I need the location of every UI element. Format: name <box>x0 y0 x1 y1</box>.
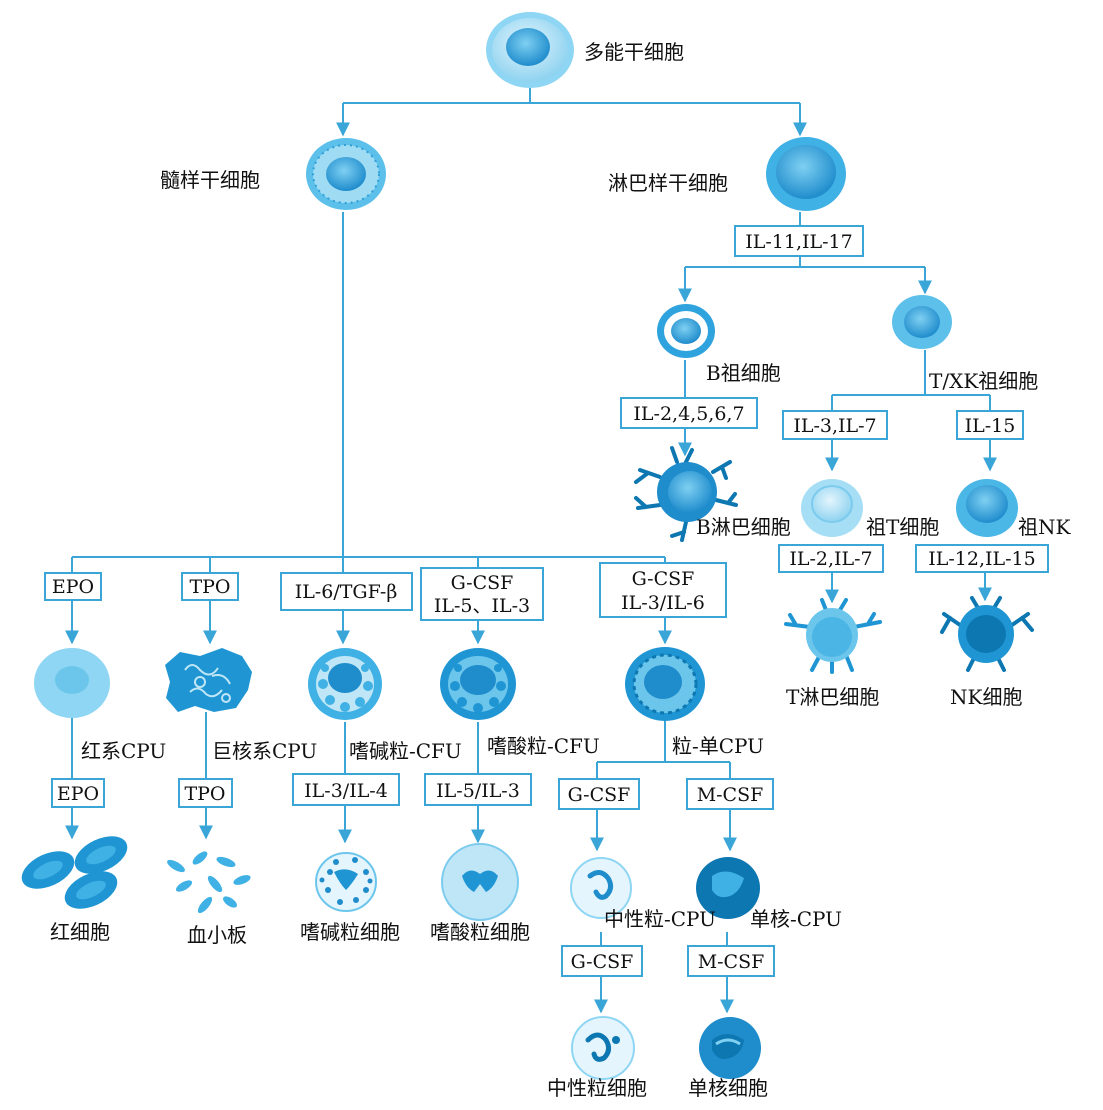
erythroid-progenitor-cell-icon <box>34 648 110 718</box>
svg-text:G-CSF: G-CSF <box>568 784 631 806</box>
platelets-icon <box>167 851 251 914</box>
label-t-nk-progenitor: T/XK祖细胞 <box>929 369 1038 393</box>
cytokine-box-il6-tgf: IL-6/TGF-β <box>280 572 413 611</box>
label-eosinophil-cfu: 嗜酸粒-CFU <box>487 734 600 758</box>
cytokine-box-il2-4-5-6-7: IL-2,4,5,6,7 <box>620 397 758 429</box>
label-t-lymphocyte: T淋巴细胞 <box>786 685 879 709</box>
svg-text:IL-5、IL-3: IL-5、IL-3 <box>434 595 530 617</box>
label-erythroid-cfu: 红系CPU <box>81 739 166 763</box>
eosinophil-cell-icon <box>441 843 519 921</box>
label-pluripotent-stem-cell: 多能干细胞 <box>584 40 684 64</box>
svg-text:IL-12,IL-15: IL-12,IL-15 <box>928 548 1035 570</box>
megakaryocyte-progenitor-cell-icon <box>165 648 252 712</box>
svg-text:IL-5/IL-3: IL-5/IL-3 <box>436 780 520 802</box>
cytokine-box-il5-il3: IL-5/IL-3 <box>424 773 532 806</box>
eosinophil-progenitor-cell-icon <box>440 648 516 720</box>
svg-text:EPO: EPO <box>52 576 94 598</box>
svg-text:M-CSF: M-CSF <box>698 951 765 973</box>
label-monocyte: 单核细胞 <box>688 1076 768 1100</box>
label-neutrophil-cfu: 中性粒-CPU <box>604 907 716 931</box>
svg-text:IL-2,4,5,6,7: IL-2,4,5,6,7 <box>633 403 744 425</box>
cytokine-box-gcsf-il5-il3: G-CSF IL-5、IL-3 <box>420 567 544 621</box>
svg-text:M-CSF: M-CSF <box>697 784 764 806</box>
b-progenitor-cell-icon <box>657 304 715 358</box>
label-platelet: 血小板 <box>187 923 247 947</box>
svg-text:IL-3/IL-6: IL-3/IL-6 <box>621 592 705 614</box>
basophil-cell-icon <box>315 852 377 912</box>
connector-lines <box>65 88 997 1014</box>
pluripotent-stem-cell-icon <box>486 12 574 88</box>
svg-text:TPO: TPO <box>189 576 230 598</box>
t-nk-progenitor-cell-icon <box>892 295 952 349</box>
svg-text:IL-3,IL-7: IL-3,IL-7 <box>793 415 876 437</box>
b-lymphocyte-cell-icon <box>634 446 738 542</box>
svg-text:G-CSF: G-CSF <box>632 568 695 590</box>
label-red-blood-cell: 红细胞 <box>50 920 110 944</box>
neutrophil-cell-icon <box>571 1016 635 1080</box>
svg-text:TPO: TPO <box>184 783 225 805</box>
t-precursor-cell-icon <box>801 479 863 537</box>
label-granulocyte-monocyte-cfu: 粒-单CPU <box>672 734 764 758</box>
label-nk-cell: NK细胞 <box>950 685 1022 709</box>
svg-text:EPO: EPO <box>57 783 99 805</box>
svg-text:G-CSF: G-CSF <box>451 572 514 594</box>
neutrophil-precursor-cell-icon <box>570 857 632 919</box>
cytokine-box-il12-il15: IL-12,IL-15 <box>915 544 1049 573</box>
label-myeloid-stem-cell: 髓样干细胞 <box>160 168 260 192</box>
cytokine-box-il11-il17: IL-11,IL-17 <box>734 225 864 257</box>
label-t-precursor: 祖T细胞 <box>866 515 939 539</box>
label-basophil: 嗜碱粒细胞 <box>300 920 400 944</box>
cytokine-box-il2-il7: IL-2,IL-7 <box>778 544 884 573</box>
cytokine-box-mcsf-1: M-CSF <box>686 778 774 810</box>
label-eosinophil: 嗜酸粒细胞 <box>430 920 530 944</box>
t-lymphocyte-cell-icon <box>784 598 882 674</box>
nk-cell-icon <box>940 596 1034 672</box>
label-megakaryocyte-cfu: 巨核系CPU <box>212 739 317 763</box>
cytokine-box-epo-2: EPO <box>51 778 105 808</box>
label-lymphoid-stem-cell: 淋巴样干细胞 <box>608 171 728 195</box>
svg-text:IL-3/IL-4: IL-3/IL-4 <box>304 780 388 802</box>
cytokine-box-il15: IL-15 <box>956 410 1024 440</box>
lymphoid-stem-cell-icon <box>766 137 846 211</box>
label-basophil-cfu: 嗜碱粒-CFU <box>349 739 462 763</box>
nk-precursor-cell-icon <box>956 479 1018 537</box>
cytokine-box-gcsf-3: G-CSF <box>561 945 643 977</box>
cytokine-box-gcsf-2: G-CSF <box>558 778 640 810</box>
cytokine-box-gcsf-il3-il6: G-CSF IL-3/IL-6 <box>599 562 727 618</box>
label-monocyte-cfu: 单核-CPU <box>750 907 842 931</box>
svg-text:IL-6/TGF-β: IL-6/TGF-β <box>295 581 398 603</box>
cytokine-box-tpo-2: TPO <box>178 778 233 808</box>
cytokine-box-il3-il4: IL-3/IL-4 <box>292 773 400 806</box>
myeloid-stem-cell-icon <box>306 138 386 210</box>
monocyte-precursor-cell-icon <box>696 857 760 919</box>
cytokine-box-epo-1: EPO <box>44 572 102 601</box>
cytokine-box-tpo-1: TPO <box>181 572 239 601</box>
basophil-progenitor-cell-icon <box>308 648 382 720</box>
red-blood-cells-icon <box>21 836 128 909</box>
label-b-lymphocyte: B淋巴细胞 <box>696 515 791 539</box>
label-b-progenitor: B祖细胞 <box>706 361 781 385</box>
svg-text:G-CSF: G-CSF <box>571 951 634 973</box>
cytokine-box-mcsf-2: M-CSF <box>687 945 775 977</box>
label-neutrophil: 中性粒细胞 <box>547 1076 647 1100</box>
svg-text:IL-11,IL-17: IL-11,IL-17 <box>745 231 852 253</box>
svg-text:IL-2,IL-7: IL-2,IL-7 <box>789 548 872 570</box>
cytokine-box-il3-il7: IL-3,IL-7 <box>782 410 888 440</box>
svg-text:IL-15: IL-15 <box>965 415 1016 437</box>
label-nk-precursor: 祖NK <box>1018 515 1072 539</box>
granulocyte-monocyte-progenitor-cell-icon <box>625 647 705 721</box>
monocyte-cell-icon <box>699 1017 761 1079</box>
